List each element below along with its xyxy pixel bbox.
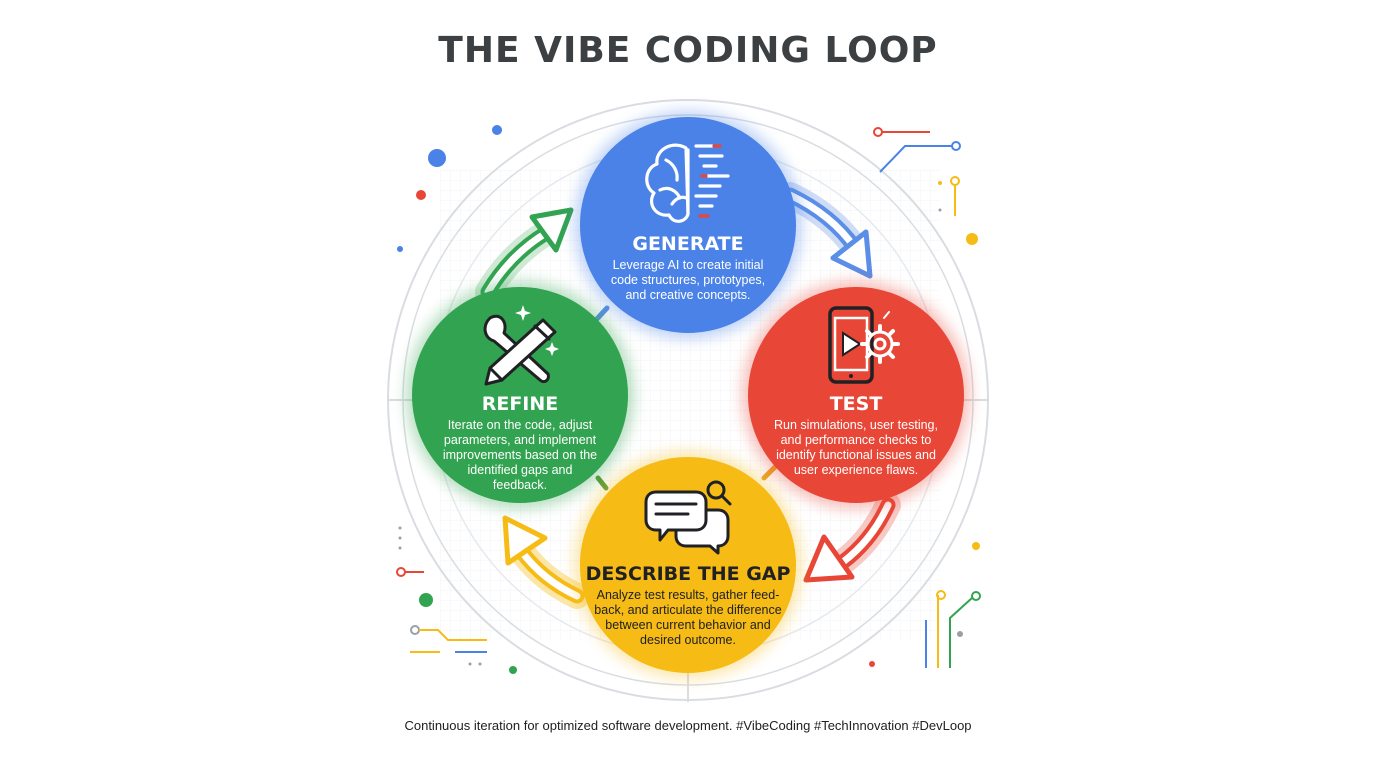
decor-dots xyxy=(397,125,980,674)
node-describe-line: back, and articulate the difference xyxy=(594,603,782,617)
node-describe-line: desired outcome. xyxy=(640,633,736,647)
decor-circuit-left xyxy=(396,567,487,653)
node-refine-line: identified gaps and xyxy=(467,463,573,477)
cycle-arrows xyxy=(475,182,901,609)
node-describe-title: DESCRIBE THE GAP xyxy=(585,563,791,585)
node-test-line: user experience flaws. xyxy=(793,463,919,477)
footer-caption: Continuous iteration for optimized softw… xyxy=(404,718,972,733)
node-test-title: TEST xyxy=(829,393,883,415)
node-refine-circle xyxy=(406,281,634,509)
brain-code-icon xyxy=(645,143,730,223)
arrow-describe-to-refine xyxy=(502,515,590,609)
node-generate-line: code structures, prototypes, xyxy=(610,273,766,287)
chat-search-icon xyxy=(644,480,732,555)
node-describe-line: Analyze test results, gather feed- xyxy=(596,588,780,602)
node-test-circle xyxy=(742,281,970,509)
node-generate-line: and creative concepts. xyxy=(625,288,751,302)
node-describe-circle xyxy=(574,451,802,679)
page-title: THE VIBE CODING LOOP xyxy=(438,30,938,71)
wrench-pencil-icon xyxy=(483,305,559,386)
node-describe-line: between current behavior and xyxy=(605,618,771,632)
arrow-test-to-describe xyxy=(803,492,901,583)
node-test-line: and performance checks to xyxy=(780,433,932,447)
node-generate-title: GENERATE xyxy=(632,233,744,255)
node-refine-line: Iterate on the code, adjust xyxy=(447,418,593,432)
node-test-line: identify functional issues and xyxy=(776,448,936,462)
phone-gear-icon xyxy=(828,306,900,384)
node-describe-description: Analyze test results, gather feed- back,… xyxy=(583,588,793,648)
node-test-line: Run simulations, user testing, xyxy=(774,418,938,432)
node-generate-description: Leverage AI to create initial code struc… xyxy=(588,258,788,303)
node-refine-description: Iterate on the code, adjust parameters, … xyxy=(420,418,620,493)
decor-circuit-right xyxy=(873,127,981,668)
node-generate-line: Leverage AI to create initial xyxy=(612,258,764,272)
node-generate-circle xyxy=(574,111,802,339)
node-test-description: Run simulations, user testing, and perfo… xyxy=(756,418,956,478)
node-refine-line: parameters, and implement xyxy=(443,433,597,447)
node-refine-line: feedback. xyxy=(492,478,548,492)
node-refine-title: REFINE xyxy=(481,393,559,415)
node-refine-line: improvements based on the xyxy=(442,448,598,462)
